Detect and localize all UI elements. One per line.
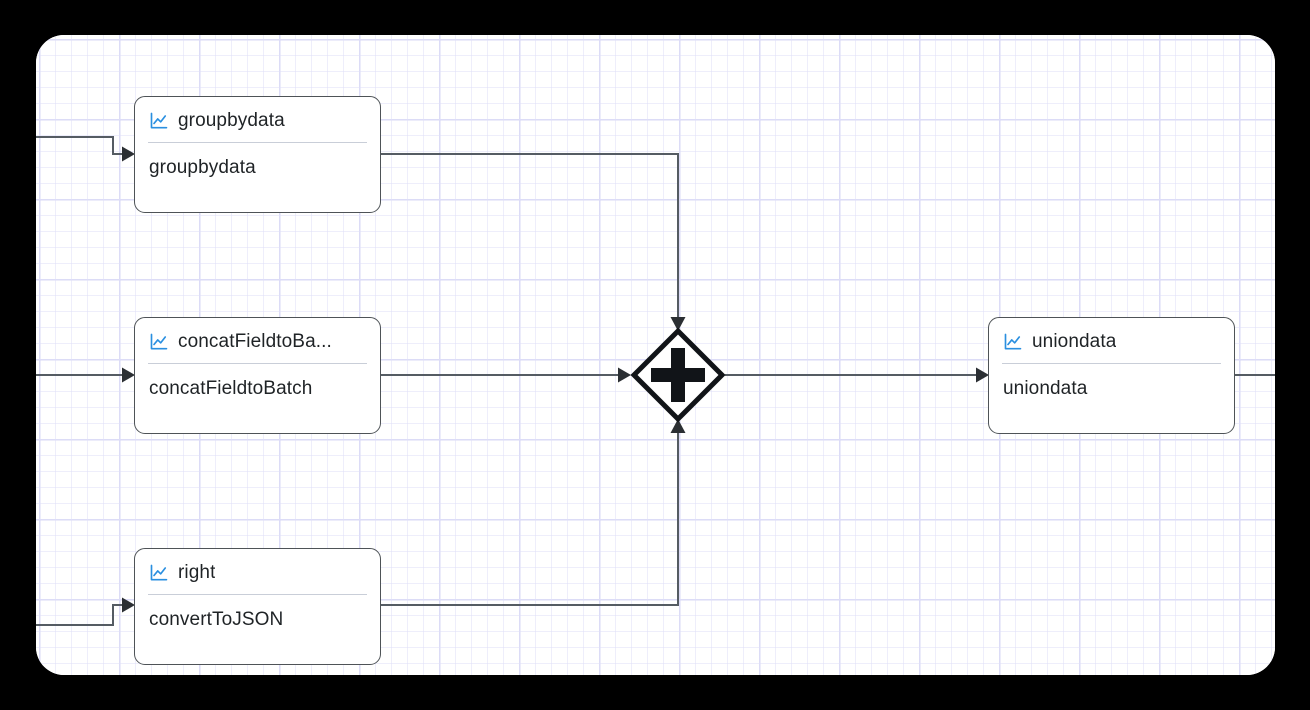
node-right[interactable]: right convertToJSON [134,548,381,665]
line-chart-icon [150,333,168,350]
node-groupbydata[interactable]: groupbydata groupbydata [134,96,381,213]
merge-diamond-icon [630,327,726,423]
node-subtitle: uniondata [1003,378,1088,399]
plus-glyph [651,348,705,402]
node-subtitle: groupbydata [149,157,256,178]
node-header: groupbydata [135,97,380,131]
node-header: concatFieldtoBa... [135,318,380,352]
merge-junction-node[interactable] [630,327,726,423]
node-separator [148,363,367,364]
node-uniondata[interactable]: uniondata uniondata [988,317,1235,434]
node-header: right [135,549,380,583]
node-subtitle: concatFieldtoBatch [149,378,313,399]
node-concatfieldtobatch[interactable]: concatFieldtoBa... concatFieldtoBatch [134,317,381,434]
line-chart-icon [150,564,168,581]
line-chart-icon [150,112,168,129]
node-title: concatFieldtoBa... [178,332,332,352]
line-chart-icon [1004,333,1022,350]
node-subtitle: convertToJSON [149,609,284,630]
node-separator [148,594,367,595]
node-title: uniondata [1032,332,1117,352]
node-title: groupbydata [178,111,285,131]
node-separator [148,142,367,143]
node-separator [1002,363,1221,364]
node-title: right [178,563,216,583]
node-header: uniondata [989,318,1234,352]
